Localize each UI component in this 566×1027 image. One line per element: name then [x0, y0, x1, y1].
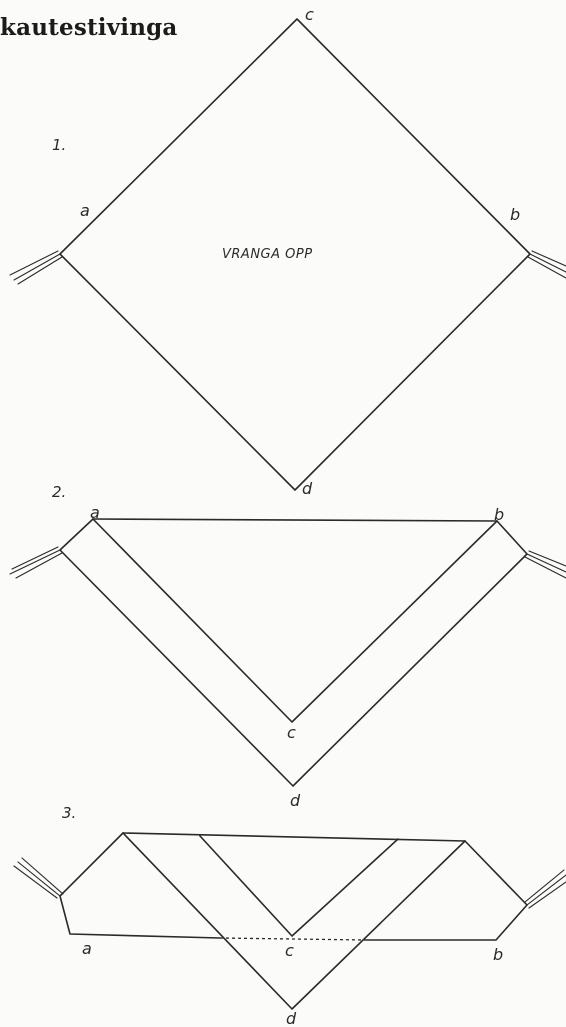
point-a-label-3: a — [82, 939, 92, 958]
inner-v-3 — [200, 836, 398, 936]
bottom-v-3 — [123, 833, 465, 1009]
point-b-label-2: b — [494, 505, 504, 524]
right-fringe — [528, 251, 566, 278]
diagram-1: 1. a b c d VRANGA OPP — [10, 5, 566, 498]
point-c-label-2: c — [287, 723, 296, 742]
dotted-fold-line — [220, 938, 365, 940]
diagram-2: 2. a b c d — [10, 483, 566, 810]
left-fringe-3 — [14, 858, 63, 898]
point-a-label-2: a — [90, 503, 100, 522]
point-c-label: c — [305, 5, 314, 24]
step-1-number: 1. — [52, 136, 66, 154]
point-d-label: d — [302, 479, 313, 498]
right-fringe-3 — [525, 870, 566, 908]
point-d-label-3: d — [286, 1009, 297, 1027]
right-fringe-2 — [525, 551, 566, 578]
point-d-label-2: d — [290, 791, 301, 810]
step-3-number: 3. — [62, 804, 76, 822]
top-edge-3 — [123, 833, 465, 841]
diagram-3: 3. a b c d — [14, 804, 566, 1027]
point-b-label: b — [510, 205, 520, 224]
point-b-label-3: b — [493, 945, 503, 964]
point-a-label: a — [80, 201, 90, 220]
right-outer-3 — [365, 841, 527, 940]
point-c-label-3: c — [285, 941, 294, 960]
left-outer-3 — [60, 833, 220, 938]
outer-edge-v — [60, 519, 527, 786]
left-fringe — [10, 251, 62, 284]
step-2-number: 2. — [52, 483, 66, 501]
top-edge-ab — [93, 519, 497, 521]
inner-fold-v — [93, 519, 497, 722]
left-fringe-2 — [10, 547, 62, 578]
wrong-side-up-note: VRANGA OPP — [222, 247, 313, 262]
